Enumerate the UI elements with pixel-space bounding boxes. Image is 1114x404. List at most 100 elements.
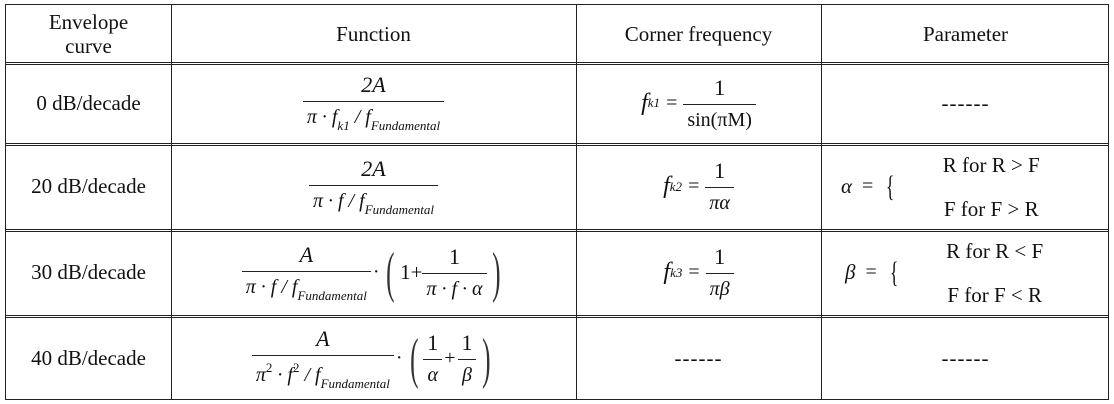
parameter-case: R for R < F [946, 238, 1044, 263]
row-40db-function: A π2 · f2 / fFundamental · ( 1 α + 1 β ) [171, 316, 576, 401]
row-divider [6, 143, 1108, 146]
inner-fraction: 1 π · f · α [422, 244, 487, 301]
inner-denominator: α [423, 359, 442, 387]
multiply-dot: · [372, 261, 380, 283]
corner-symbol: f [663, 259, 671, 285]
function-numerator: 2A [361, 155, 386, 181]
den-part: π [255, 363, 266, 386]
header-parameter-label: Parameter [922, 21, 1009, 46]
corner-placeholder: ------ [674, 346, 723, 370]
function-expression: A π2 · f2 / fFundamental · ( 1 α + 1 β ) [251, 325, 495, 392]
equals-sign: = [688, 261, 700, 283]
corner-fraction: 1 πβ [705, 244, 734, 301]
den-subscript: Fundamental [320, 375, 390, 391]
function-numerator: A [299, 241, 314, 267]
parameter-expression: α = { R for R > F F for F > R [841, 143, 1040, 231]
den-subscript: Fundamental [297, 287, 367, 303]
den-part: / f [349, 106, 371, 128]
corner-subscript: k2 [669, 178, 683, 194]
one-plus: 1+ [400, 260, 423, 284]
row-20db-envelope: 20 dB/decade [6, 144, 171, 229]
row-40db-parameter: ------ [821, 316, 1110, 401]
envelope-table: Envelope curve Function Corner frequency… [5, 4, 1109, 400]
column-divider [576, 5, 577, 399]
row-20db-parameter: α = { R for R > F F for F > R [821, 144, 1110, 229]
column-divider [171, 5, 172, 399]
header-corner-label: Corner frequency [624, 21, 773, 46]
corner-numerator: 1 [714, 74, 726, 100]
corner-subscript: k3 [670, 264, 683, 280]
left-paren-icon: ( [409, 327, 419, 390]
header-function-label: Function [336, 21, 411, 46]
function-denominator: π2 · f2 / fFundamental [251, 354, 394, 392]
corner-denominator: sin(πM) [683, 103, 756, 132]
corner-numerator: 1 [714, 244, 726, 269]
inner-fraction-beta: 1 β [458, 330, 477, 387]
corner-symbol: f [663, 173, 670, 199]
den-part: π · f / f [245, 275, 298, 298]
equals-sign: = [862, 175, 874, 197]
equals-sign: = [865, 261, 877, 283]
function-numerator: 2A [361, 72, 386, 97]
equals-sign: = [666, 91, 678, 114]
header-corner: Corner frequency [576, 5, 821, 62]
row-divider [6, 315, 1108, 318]
den-part: π · f / f [312, 189, 365, 212]
parameter-placeholder: ------ [941, 90, 990, 115]
row-40db-envelope: 40 dB/decade [6, 316, 171, 401]
function-denominator: π · fk1 / fFundamental [302, 101, 445, 134]
function-fraction: 2A π · f / fFundamental [308, 155, 439, 218]
function-fraction: A π · f / fFundamental [241, 241, 371, 304]
parameter-placeholder: ------ [941, 346, 990, 370]
corner-denominator: πβ [705, 273, 734, 301]
beta-symbol: β [845, 260, 856, 284]
corner-numerator: 1 [714, 158, 726, 183]
parameter-case: F for F < R [947, 282, 1043, 307]
row-divider [6, 229, 1108, 232]
header-divider [6, 62, 1108, 65]
parameter-case: R for R > F [942, 152, 1040, 177]
corner-fraction: 1 πα [705, 158, 734, 215]
den-part: · f [272, 363, 293, 386]
den-part: π · f [306, 106, 338, 128]
header-envelope: Envelope curve [6, 5, 171, 62]
plus-sign: + [444, 347, 456, 369]
header-parameter: Parameter [821, 5, 1110, 62]
function-numerator: A [316, 325, 330, 351]
parameter-cases: R for R > F F for F > R [943, 143, 1040, 231]
corner-subscript: k1 [647, 95, 661, 110]
den-subscript: Fundamental [364, 201, 435, 217]
row-30db-function: A π · f / fFundamental · ( 1+ 1 π · f · … [171, 230, 576, 315]
envelope-label: 0 dB/decade [36, 90, 141, 115]
inner-numerator: 1 [461, 330, 473, 355]
row-0db-envelope: 0 dB/decade [6, 63, 171, 143]
left-paren-icon: ( [386, 241, 396, 304]
row-30db-envelope: 30 dB/decade [6, 230, 171, 315]
envelope-label: 20 dB/decade [31, 174, 146, 198]
inner-fraction-alpha: 1 α [423, 330, 442, 387]
corner-denominator: πα [705, 187, 734, 215]
function-fraction: 2A π · fk1 / fFundamental [302, 72, 445, 134]
den-part: / f [299, 363, 321, 386]
corner-symbol: f [641, 89, 648, 116]
den-superscript: 2 [292, 359, 300, 375]
header-function: Function [171, 5, 576, 62]
equals-sign: = [688, 175, 700, 197]
header-envelope-label: Envelope curve [48, 9, 129, 58]
brace-icon: { [886, 169, 895, 203]
den-superscript: 2 [265, 359, 273, 375]
brace-icon: { [889, 255, 899, 289]
den-subscript: k1 [337, 118, 350, 133]
right-paren-icon: ) [491, 241, 501, 304]
parameter-expression: β = { R for R < F F for F < R [845, 229, 1043, 317]
inner-numerator: 1 [449, 244, 461, 269]
row-0db-function: 2A π · fk1 / fFundamental [171, 63, 576, 143]
parameter-case: F for F > R [943, 196, 1039, 221]
row-20db-function: 2A π · f / fFundamental [171, 144, 576, 229]
column-divider [821, 5, 822, 399]
